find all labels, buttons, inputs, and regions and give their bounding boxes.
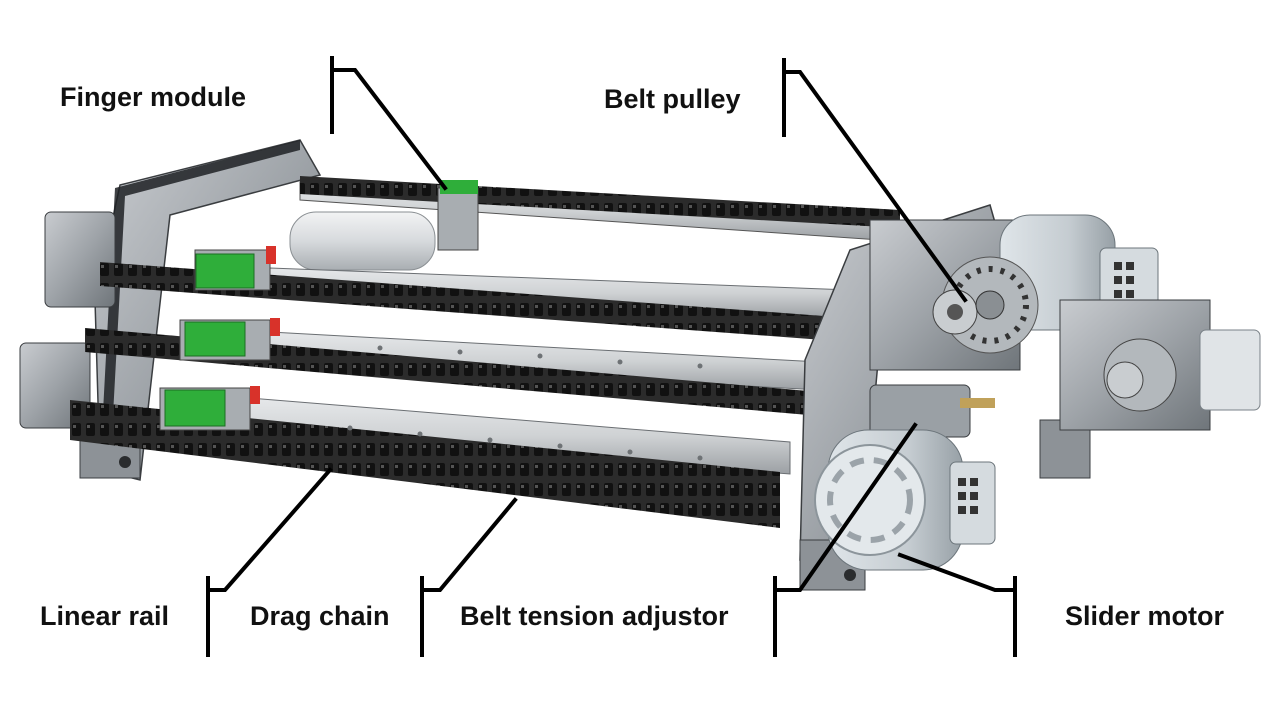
finger-block-top	[437, 187, 479, 251]
leader-belt-pulley-arm	[782, 70, 968, 303]
label-belt-pulley: Belt pulley	[604, 84, 741, 114]
drag-chain-3	[70, 400, 780, 528]
rear-connector	[1199, 329, 1261, 411]
rail-holes	[347, 345, 703, 461]
belt-tension-block	[869, 384, 971, 438]
label-slider-motor: Slider motor	[1065, 601, 1225, 631]
label-linear-rail: Linear rail	[40, 601, 170, 631]
connector-green	[184, 321, 246, 357]
tension-screw	[960, 398, 995, 408]
drag-chain-1	[100, 262, 850, 342]
stopper-red	[250, 386, 260, 404]
label-finger-module: Finger module	[60, 82, 247, 112]
leader-lines	[206, 56, 1017, 657]
leader-slider-motor-arm	[897, 552, 1017, 592]
connector-green	[440, 180, 478, 194]
left-bracket-top	[44, 211, 116, 308]
mechanism-body	[19, 139, 1261, 591]
label-drag-chain: Drag chain	[250, 601, 390, 631]
leader-drag-chain-arm	[420, 497, 518, 592]
connector-green	[195, 253, 255, 289]
right-foot-hole	[844, 569, 856, 581]
connector-green	[164, 389, 226, 427]
rear-pulley-hub	[1106, 361, 1144, 399]
stopper-red	[266, 246, 276, 264]
slider-motor-icon	[814, 429, 996, 571]
leader-finger-module-arm	[330, 68, 448, 191]
stopper-red	[270, 318, 280, 336]
top-motor-pins	[1114, 262, 1134, 298]
label-belt-tension-adjustor: Belt tension adjustor	[460, 601, 729, 631]
finger-cylinder	[289, 211, 436, 271]
leader-belt-tension-arm	[773, 422, 918, 592]
left-foot-hole	[119, 456, 131, 468]
leader-linear-rail-arm	[206, 467, 333, 592]
